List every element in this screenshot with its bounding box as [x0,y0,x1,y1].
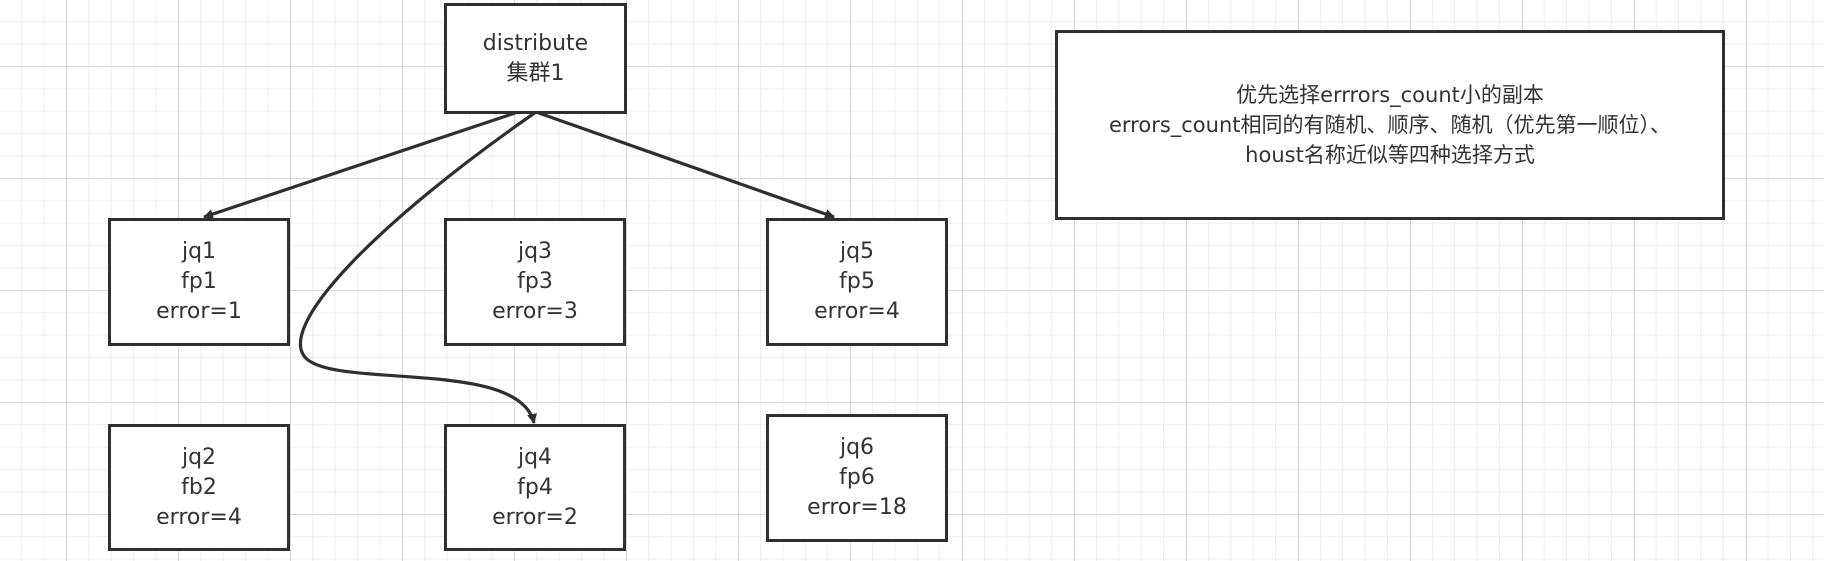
node-jq6[interactable]: jq6 fp6 error=18 [766,414,948,542]
node-jq3-name: jq3 [517,239,553,264]
node-jq2-name: jq2 [181,444,217,470]
node-jq1[interactable]: jq1 fp1 error=1 [108,218,290,346]
node-jq5-name: jq5 [839,239,875,264]
edge-distribute-to-jq4 [298,110,537,424]
note-line-1: 优先选择errrors_count小的副本 [1236,83,1544,107]
node-jq6-error: error=18 [807,495,907,520]
node-jq4-fp: fp4 [517,474,553,500]
node-jq1-name: jq1 [181,239,217,264]
node-jq4-error: error=2 [492,504,578,530]
note-box[interactable]: 优先选择errrors_count小的副本 errors_count相同的有随机… [1055,30,1725,220]
node-jq2-fp: fb2 [181,474,217,500]
node-jq4-name: jq4 [517,444,553,470]
node-jq3-fp: fp3 [517,269,553,294]
node-jq6-fp: fp6 [839,465,875,490]
node-jq3[interactable]: jq3 fp3 error=3 [444,218,626,346]
node-jq1-fp: fp1 [181,269,217,294]
edge-distribute-to-jq1 [203,110,519,219]
node-jq1-error: error=1 [156,299,242,324]
edge-distribute-to-jq5 [535,110,835,219]
node-jq5-fp: fp5 [839,269,875,294]
node-jq2[interactable]: jq2 fb2 error=4 [108,424,290,551]
node-jq4[interactable]: jq4 fp4 error=2 [444,424,626,551]
node-jq6-name: jq6 [839,435,875,460]
node-distribute[interactable]: distribute 集群1 [444,3,627,114]
node-jq3-error: error=3 [492,299,578,324]
node-jq5[interactable]: jq5 fp5 error=4 [766,218,948,346]
note-line-3: houst名称近似等四种选择方式 [1245,143,1535,167]
node-jq5-error: error=4 [814,299,900,324]
note-line-2: errors_count相同的有随机、顺序、随机（优先第一顺位）、 [1108,113,1672,137]
node-distribute-cluster: 集群1 [506,60,565,86]
node-distribute-name: distribute [482,30,589,56]
node-jq2-error: error=4 [156,504,242,530]
